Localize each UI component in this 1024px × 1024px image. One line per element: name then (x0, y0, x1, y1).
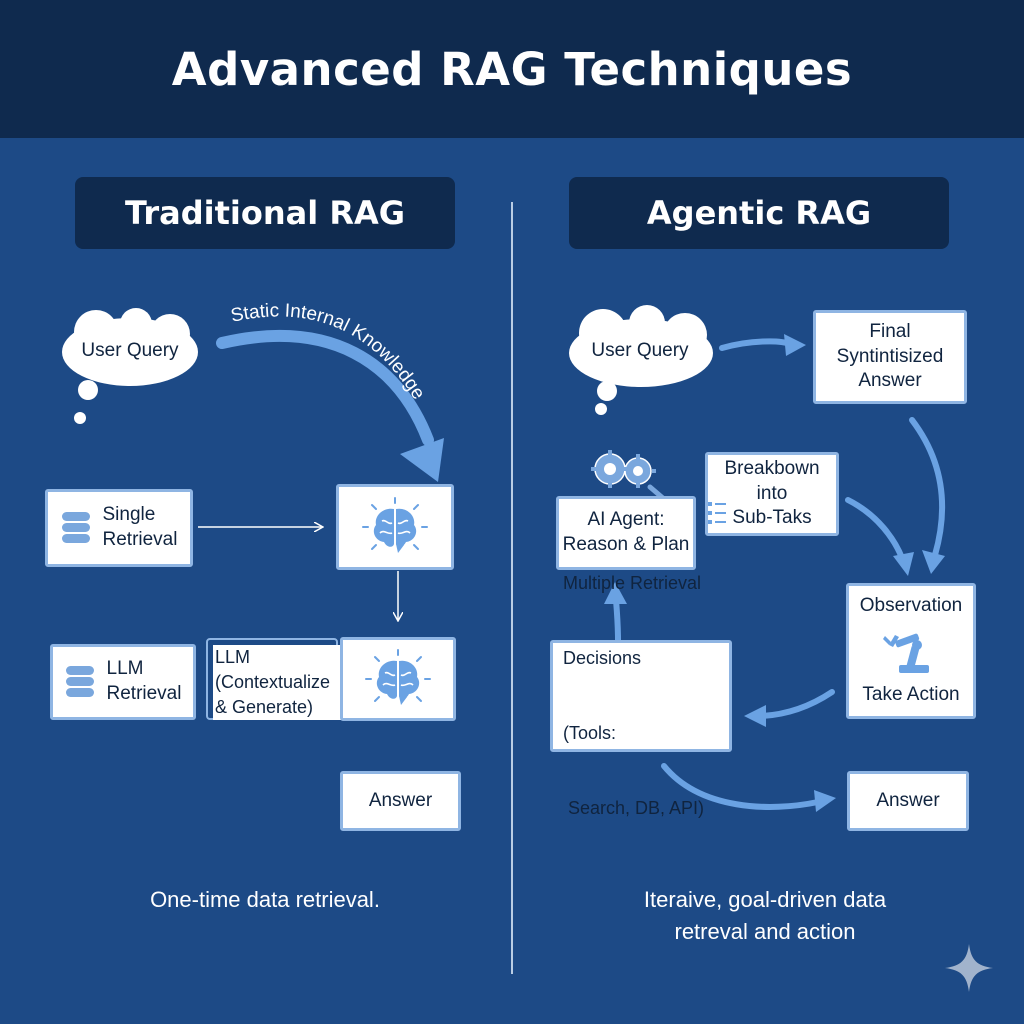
llm-retrieval-label: LLM Retrieval (106, 658, 182, 704)
database-icon (61, 512, 90, 543)
traditional-rag-heading: Traditional RAG (75, 177, 455, 249)
cloud-icon (569, 305, 713, 415)
brain-icon (365, 649, 431, 705)
multiple-retrieval-box: Multiple Retrieval Decisions (Tools: Sea… (550, 573, 732, 818)
column-divider (511, 202, 513, 974)
llm-retrieval-box: LLM Retrieval (50, 644, 196, 720)
agentic-answer-label: Answer (876, 789, 940, 811)
arrowhead-action-to-multiple (744, 705, 766, 727)
arrow-multiple-to-answer (661, 763, 821, 810)
sparkle-icon (945, 944, 993, 992)
observation-action-box: Observation Take Action (846, 583, 976, 719)
single-retrieval-label: Single Retrieval (102, 504, 178, 550)
arc-arrowhead (400, 438, 444, 482)
agentic-rag-heading: Agentic RAG (569, 177, 949, 249)
take-action-label: Take Action (862, 684, 960, 706)
agentic-user-query: User Query (591, 340, 689, 361)
traditional-user-query: User Query (81, 340, 179, 361)
arrowhead-multiple-to-agent (604, 582, 627, 604)
arrow-action-to-multiple (759, 689, 835, 719)
traditional-answer-label: Answer (368, 789, 433, 811)
cloud-icon (62, 308, 198, 424)
database-icon (65, 666, 94, 697)
page-title: Advanced RAG Techniques (171, 42, 853, 96)
arrowhead-query-to-final (784, 334, 806, 356)
arrowhead-multiple-to-answer (814, 790, 836, 812)
observation-label: Observation (859, 595, 963, 616)
llm-note: LLM (Contextualize & Generate) (213, 645, 345, 720)
arrow-breakdown-to-observation (845, 497, 905, 561)
brain-box-top (336, 484, 454, 570)
agentic-answer-box: Answer (847, 771, 969, 831)
brain-box-bottom (340, 637, 456, 721)
ai-agent-box: AI Agent: Reason & Plan (556, 496, 696, 570)
traditional-answer-box: Answer (340, 771, 461, 831)
arrowhead-final-to-observation (922, 550, 945, 574)
brain-icon (362, 497, 428, 553)
header-bar: Advanced RAG Techniques (0, 0, 1024, 138)
arrow-query-to-final (719, 338, 793, 351)
single-retrieval-box: Single Retrieval (45, 489, 193, 567)
arrowhead-breakdown-to-observation (893, 552, 914, 576)
traditional-caption: One-time data retrieval. (150, 887, 380, 912)
list-icon (708, 502, 726, 524)
agentic-caption: Iteraive, goal-driven data retreval and … (643, 887, 887, 944)
multiple-retrieval-label: Multiple Retrieval Decisions (Tools: Sea… (563, 573, 705, 818)
robot-arm-icon (883, 633, 929, 673)
arc-arrow (216, 330, 434, 446)
breakdown-box: Breakbown into Sub-Taks (705, 452, 839, 536)
arrow-final-to-observation (909, 417, 946, 558)
gears-icon (591, 450, 667, 502)
final-answer-box: Final Syntintisized Answer (813, 310, 967, 404)
